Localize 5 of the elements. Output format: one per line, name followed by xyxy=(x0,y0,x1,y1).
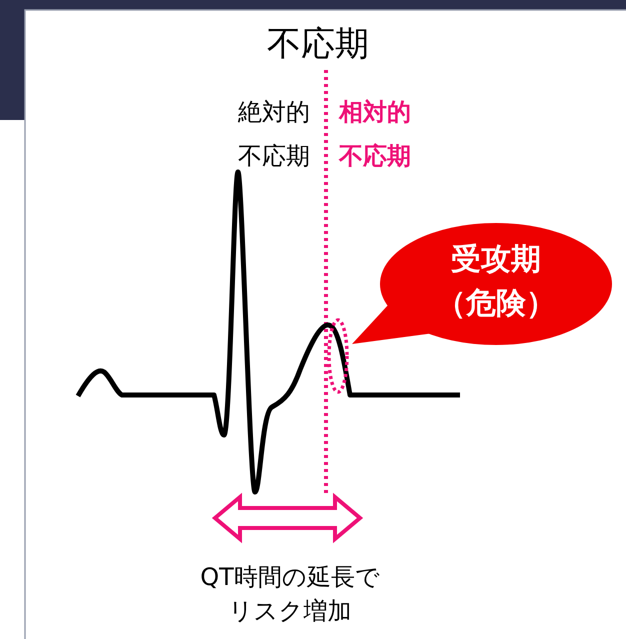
dotted-ellipse xyxy=(327,318,349,394)
label-text: 絶対的不応期 xyxy=(237,97,310,172)
caption-text: QT時間の延長でリスク増加 xyxy=(199,562,381,627)
label-text: 相対的不応期 xyxy=(339,97,412,172)
title: 不応期 xyxy=(266,23,370,66)
